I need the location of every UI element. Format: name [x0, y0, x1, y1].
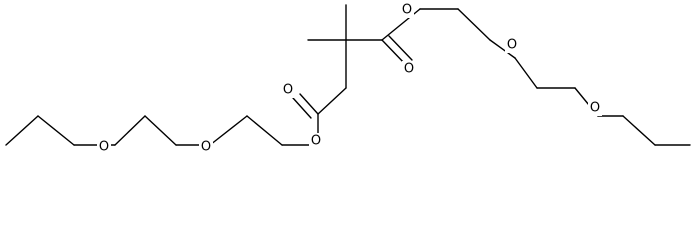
bond	[299, 93, 319, 115]
atom-label: O	[404, 62, 414, 77]
atom-label: O	[311, 134, 321, 149]
bond	[457, 8, 491, 41]
chemical-structure: O O O O O O O O	[5, 2, 691, 155]
oxygen-atom-1: O	[400, 2, 414, 18]
bond	[388, 35, 413, 61]
bond	[317, 87, 347, 115]
bond	[622, 115, 656, 146]
atom-label: O	[507, 38, 517, 53]
oxygen-atom-4: O	[588, 100, 602, 116]
atom-label: O	[201, 140, 211, 155]
bond	[209, 115, 248, 146]
oxygen-atom-2: O	[402, 61, 416, 77]
bond	[37, 115, 75, 146]
oxygen-atom-5: O	[281, 82, 295, 98]
atom-label: O	[590, 101, 600, 116]
bond	[114, 115, 146, 146]
bond	[292, 97, 312, 119]
bond	[144, 115, 177, 146]
atom-label-layer: O O O O O O O O	[97, 2, 602, 155]
bond	[514, 57, 538, 89]
atom-label: O	[99, 140, 109, 155]
bond	[246, 115, 283, 146]
atom-label: O	[283, 83, 293, 98]
oxygen-atom-8: O	[97, 139, 111, 155]
oxygen-atom-7: O	[199, 139, 213, 155]
oxygen-atom-3: O	[505, 37, 519, 53]
atom-label: O	[402, 3, 412, 18]
bond	[5, 115, 39, 146]
bond-layer	[5, 4, 691, 146]
bond	[489, 39, 516, 59]
bond	[381, 39, 407, 66]
oxygen-atom-6: O	[309, 133, 323, 149]
